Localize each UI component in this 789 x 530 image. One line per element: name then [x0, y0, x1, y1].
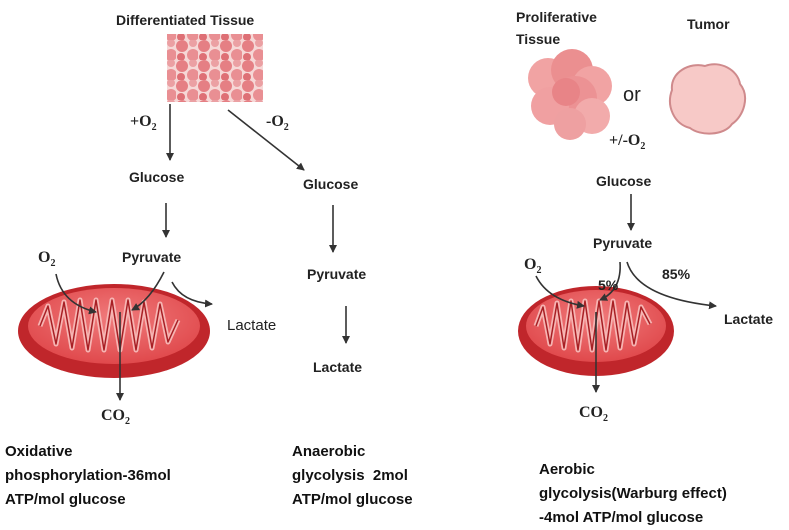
proliferative-tissue-image — [528, 49, 612, 140]
minus-o2-label: -O2 — [266, 113, 289, 134]
o2-label-left: O2 — [38, 249, 56, 270]
co2-label-right: CO2 — [579, 404, 608, 425]
tumor-label: Tumor — [687, 16, 730, 32]
differentiated-tissue-image — [167, 34, 263, 102]
arrow-pyruvate-to-mito-right — [599, 261, 621, 301]
caption-anaerobic: Anaerobic glycolysis 2mol ATP/mol glucos… — [292, 443, 413, 508]
lactate-label-anaerobic: Lactate — [313, 359, 363, 375]
arrow-pyruvate-to-mito — [131, 271, 165, 311]
glucose-label-anaerobic: Glucose — [303, 176, 359, 192]
mitochondrion-left — [18, 284, 210, 378]
caption-warburg: Aerobic glycolysis(Warburg effect) -4mol… — [539, 461, 727, 526]
differentiated-tissue-label: Differentiated Tissue — [116, 12, 255, 28]
co2-label-left: CO2 — [101, 407, 130, 428]
tumor-image — [669, 63, 747, 135]
arrow-o2-to-mito-right — [535, 275, 585, 309]
glucose-label-aerobic: Glucose — [129, 169, 185, 185]
pyruvate-label-aerobic: Pyruvate — [122, 249, 182, 265]
glucose-label-right: Glucose — [596, 173, 652, 189]
plus-o2-label: +O2 — [130, 113, 157, 134]
o2-label-right: O2 — [524, 256, 542, 277]
plus-minus-o2-label: +/-O2 — [609, 132, 646, 153]
caption-oxidative: Oxidative phosphorylation-36mol ATP/mol … — [5, 443, 171, 508]
pyruvate-label-anaerobic: Pyruvate — [307, 266, 367, 282]
arrow-pyruvate-to-lactate-left — [171, 281, 213, 308]
lactate-label-left: Lactate — [227, 317, 277, 334]
arrow-pyruvate-to-lactate-right — [626, 261, 717, 310]
percent-mito-label: 5% — [598, 277, 619, 293]
pyruvate-label-right: Pyruvate — [593, 235, 653, 251]
arrow-tissue-to-glucose-anaerobic — [227, 109, 305, 171]
or-label: or — [623, 84, 641, 106]
arrow-o2-to-mito — [55, 273, 97, 315]
percent-lactate-label: 85% — [662, 266, 691, 282]
proliferative-tissue-label: Proliferative Tissue — [516, 9, 597, 47]
lactate-label-right: Lactate — [724, 311, 774, 327]
